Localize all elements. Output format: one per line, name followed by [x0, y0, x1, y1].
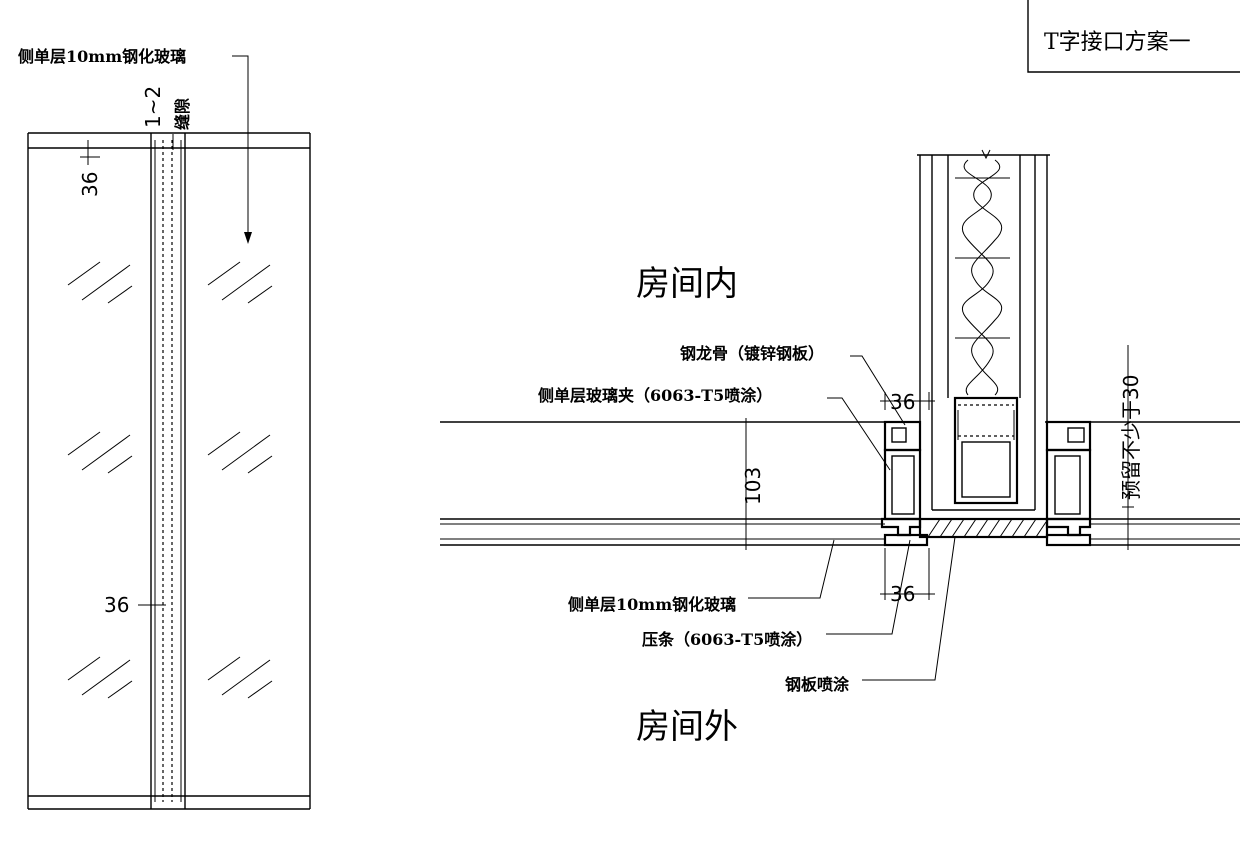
- steel-plate: [918, 517, 1049, 539]
- gap-value: 1~2: [141, 86, 165, 128]
- left-glass-clip: [880, 420, 929, 547]
- steel-keel-label: 钢龙骨（镀锌钢板）: [680, 344, 824, 363]
- glass-clip-label: 侧单层玻璃夹（6063-T5喷涂）: [538, 386, 772, 405]
- elevation-dim-mid: 36: [104, 593, 129, 617]
- pressure-strip-label: 压条（6063-T5喷涂）: [642, 630, 812, 649]
- section-view: 房间内 房间外 钢龙骨（镀锌钢板） 侧单层玻璃夹（6063-T5喷涂） 36 1…: [440, 149, 1240, 747]
- section-glass-lines: [440, 421, 1240, 546]
- partition-wall: [917, 149, 1050, 519]
- title-box: T字接口方案一: [1027, 0, 1240, 73]
- title-text: T字接口方案一: [1044, 30, 1191, 55]
- elevation-view: 侧单层10mm钢化玻璃 1~2 缝隙 36 36: [18, 47, 311, 810]
- glass-hatch-marks: [67, 261, 273, 699]
- reserve-note: 预留不少于30: [1119, 375, 1143, 500]
- right-glass-clip: [1045, 420, 1092, 547]
- section-dim-103: 103: [741, 467, 765, 505]
- section-glass-label: 侧单层10mm钢化玻璃: [568, 595, 736, 614]
- elevation-glass-label: 侧单层10mm钢化玻璃: [18, 47, 186, 66]
- room-inside-label: 房间内: [636, 264, 738, 304]
- gap-label: 缝隙: [173, 98, 192, 130]
- room-outside-label: 房间外: [636, 707, 738, 747]
- elevation-dim-top: 36: [78, 172, 102, 197]
- steel-plate-label: 钢板喷涂: [785, 675, 850, 694]
- section-dim-36-top: 36: [890, 390, 915, 414]
